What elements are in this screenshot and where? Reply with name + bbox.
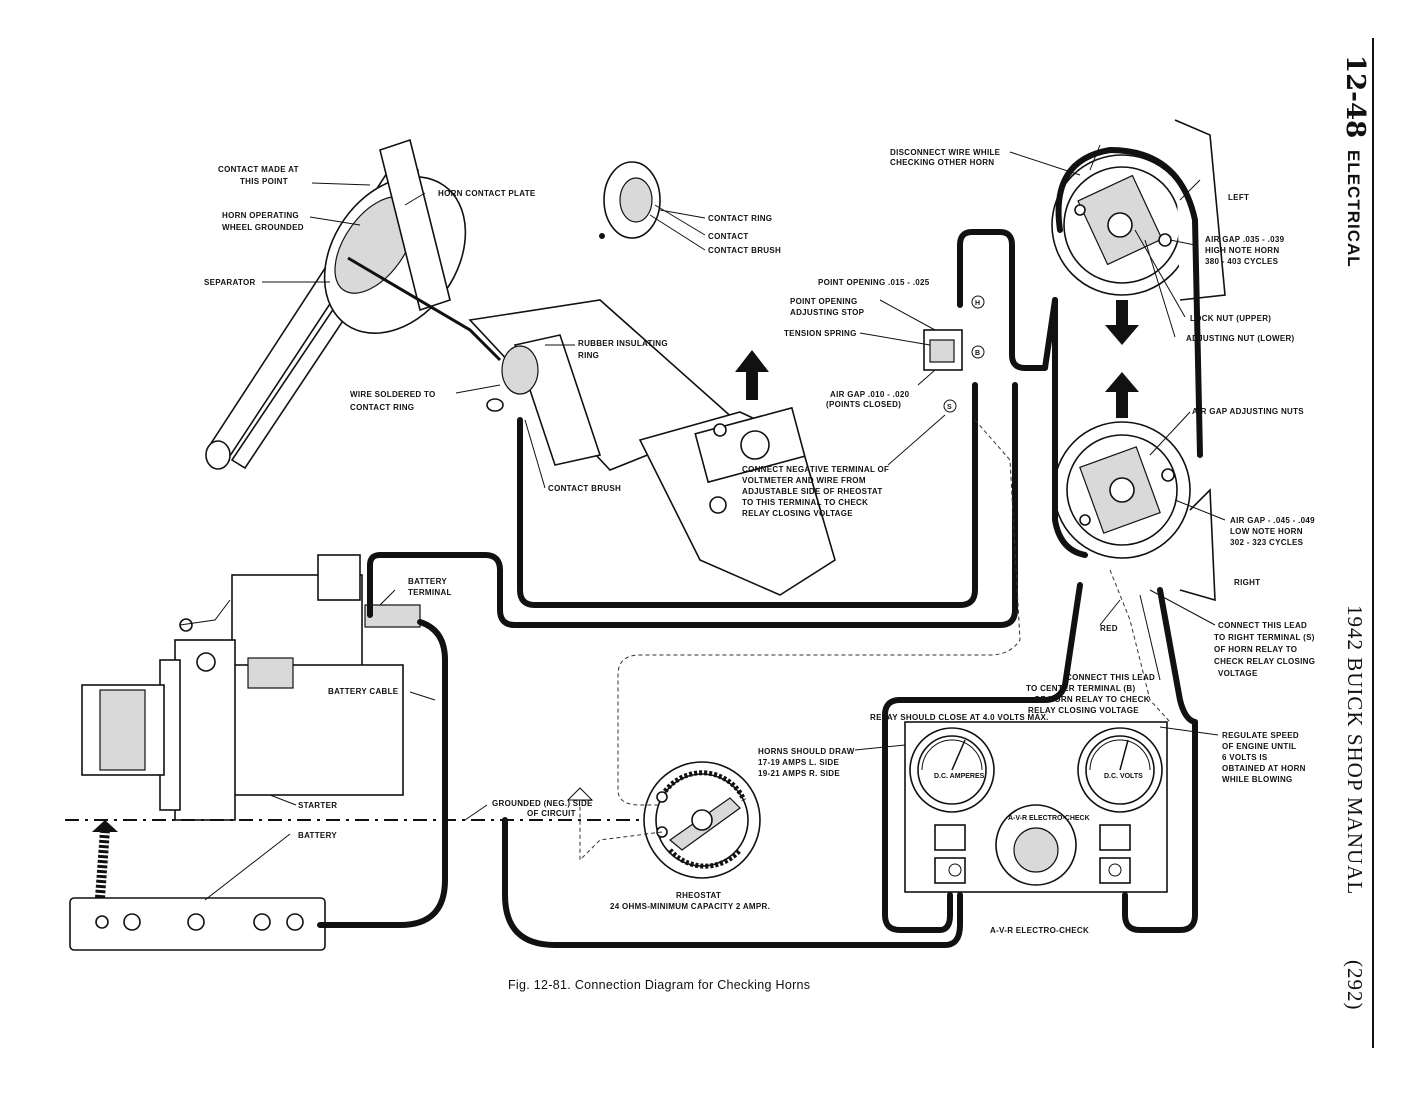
label-horn-contact-plate: HORN CONTACT PLATE bbox=[438, 189, 536, 198]
right-horn bbox=[1053, 421, 1216, 602]
label-starter: STARTER bbox=[298, 801, 337, 810]
label-lock-nut: LOCK NUT (UPPER) bbox=[1190, 314, 1271, 323]
volt-meter-label: D.C. VOLTS bbox=[1104, 773, 1143, 780]
terminal-h-label: H bbox=[975, 300, 980, 307]
label-contact-brush-top: CONTACT BRUSH bbox=[708, 246, 781, 255]
label-connect-negative: CONNECT NEGATIVE TERMINAL OF VOLTMETER A… bbox=[742, 465, 892, 518]
figure-caption: Fig. 12-81. Connection Diagram for Check… bbox=[508, 978, 811, 992]
horn-relay: H B S bbox=[923, 295, 985, 413]
label-tension-spring: TENSION SPRING bbox=[784, 329, 857, 338]
starter-motor bbox=[81, 554, 421, 821]
rheostat bbox=[566, 761, 761, 879]
label-contact: CONTACT bbox=[708, 232, 749, 241]
label-point-opening: POINT OPENING .015 - .025 bbox=[818, 278, 930, 287]
label-wire-soldered: WIRE SOLDERED TO CONTACT RING bbox=[350, 390, 438, 412]
label-disconnect-wire: DISCONNECT WIRE WHILE CHECKING OTHER HOR… bbox=[890, 148, 1003, 167]
label-battery: BATTERY bbox=[298, 831, 337, 840]
label-battery-cable: BATTERY CABLE bbox=[328, 687, 399, 696]
section-title: ELECTRICAL bbox=[1344, 150, 1363, 268]
label-air-gap-low: AIR GAP - .045 - .049 LOW NOTE HORN 302 … bbox=[1230, 516, 1317, 547]
label-right: RIGHT bbox=[1234, 578, 1260, 587]
avr-electro-check: D.C. AMPERES D.C. VOLTS A-V-R ELECTRO-CH… bbox=[904, 721, 1168, 893]
label-air-gap-high: AIR GAP .035 - .039 HIGH NOTE HORN 380 -… bbox=[1205, 235, 1287, 266]
callout-labels: CONTACT MADE AT THIS POINT HORN CONTACT … bbox=[204, 148, 1318, 935]
label-horn-operating-wheel: HORN OPERATING WHEEL GROUNDED bbox=[222, 211, 304, 232]
ampere-meter-label: D.C. AMPERES bbox=[934, 773, 985, 780]
label-rheostat: RHEOSTAT 24 OHMS-MINIMUM CAPACITY 2 AMPR… bbox=[610, 891, 770, 911]
direction-arrows bbox=[735, 300, 1139, 418]
margin-rule bbox=[1372, 38, 1374, 1048]
label-grounded-side: GROUNDED (NEG.) SIDE OF CIRCUIT bbox=[492, 799, 595, 818]
label-separator: SEPARATOR bbox=[204, 278, 256, 287]
left-horn bbox=[1051, 119, 1226, 301]
label-avr: A-V-R ELECTRO-CHECK bbox=[990, 926, 1089, 935]
test-leads bbox=[579, 419, 1171, 862]
label-rubber-insulating-ring: RUBBER INSULATING RING bbox=[578, 339, 670, 360]
battery bbox=[69, 820, 326, 951]
section-number: 12-48 bbox=[1340, 55, 1370, 139]
label-contact-made: CONTACT MADE AT THIS POINT bbox=[218, 165, 301, 186]
label-contact-brush: CONTACT BRUSH bbox=[548, 484, 621, 493]
page-reference: (292) bbox=[1343, 960, 1367, 1011]
terminal-s-label: S bbox=[947, 404, 952, 411]
contact-ring-detail bbox=[599, 161, 661, 239]
label-battery-terminal: BATTERY TERMINAL bbox=[408, 577, 452, 597]
label-regulate-speed: REGULATE SPEED OF ENGINE UNTIL 6 VOLTS I… bbox=[1222, 731, 1308, 784]
label-point-opening-stop: POINT OPENING ADJUSTING STOP bbox=[790, 297, 865, 317]
label-horns-draw: HORNS SHOULD DRAW 17-19 AMPS L. SIDE 19-… bbox=[758, 747, 857, 778]
wiring bbox=[317, 147, 1203, 948]
label-air-gap-adjusting-nuts: AIR GAP ADJUSTING NUTS bbox=[1192, 407, 1304, 416]
label-red: RED bbox=[1100, 624, 1118, 633]
label-connect-right: CONNECT THIS LEAD TO RIGHT TERMINAL (S) … bbox=[1214, 621, 1318, 678]
label-connect-center: CONNECT THIS LEAD TO CENTER TERMINAL (B)… bbox=[1026, 673, 1158, 715]
terminal-b-label: B bbox=[975, 350, 980, 357]
label-contact-ring: CONTACT RING bbox=[708, 214, 772, 223]
leader-lines bbox=[204, 151, 1226, 901]
steering-wheel-assembly bbox=[205, 138, 836, 596]
manual-title: 1942 BUICK SHOP MANUAL bbox=[1343, 605, 1367, 896]
label-air-gap-points: AIR GAP .010 - .020 (POINTS CLOSED) bbox=[826, 390, 912, 409]
label-left: LEFT bbox=[1228, 193, 1249, 202]
label-relay-should-close: RELAY SHOULD CLOSE AT 4.0 VOLTS MAX. bbox=[870, 713, 1049, 722]
label-adjusting-nut: ADJUSTING NUT (LOWER) bbox=[1186, 334, 1295, 343]
panel-brand-label: A-V-R ELECTRO-CHECK bbox=[1008, 815, 1090, 822]
